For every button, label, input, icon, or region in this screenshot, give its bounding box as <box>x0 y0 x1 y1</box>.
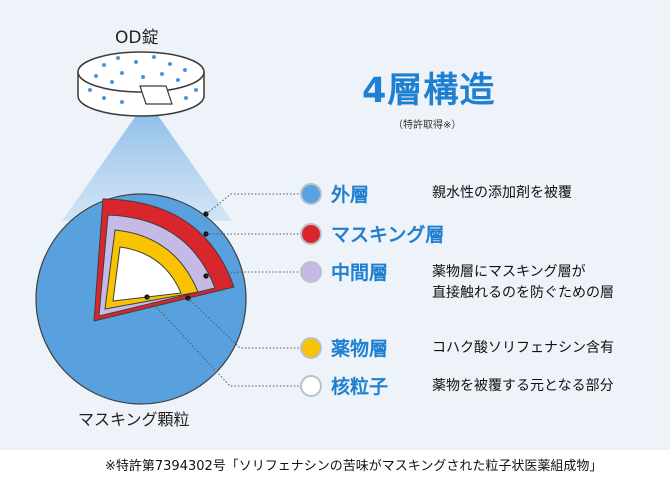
leader-middle <box>205 271 299 277</box>
middle-layer-name: 中間層 <box>331 262 389 284</box>
od-tablet-illustration <box>77 51 205 117</box>
middle-layer-description: 薬物層にマスキング層が 直接触れるのを防ぐための層 <box>432 264 614 301</box>
core-particle-description: 薬物を被覆する元となる部分 <box>432 378 614 394</box>
granule-sphere <box>35 193 247 405</box>
outer-layer-name: 外層 <box>331 184 370 206</box>
outer-layer-description: 親水性の添加剤を被覆 <box>432 185 572 201</box>
tablet-label: OD錠 <box>115 28 159 48</box>
granule-label: マスキング顆粒 <box>78 410 190 429</box>
patent-note: （特許取得※） <box>393 120 462 131</box>
masking-layer-name: マスキング層 <box>331 224 445 246</box>
drug-layer-name: 薬物層 <box>331 338 389 360</box>
leader-outer <box>205 193 299 215</box>
masking-layer-swatch <box>300 223 322 245</box>
outer-layer-swatch <box>300 183 322 205</box>
middle-layer-swatch <box>300 261 322 283</box>
core-particle-swatch <box>300 375 322 397</box>
diagram-title: 4層構造 <box>362 71 496 111</box>
drug-layer-description: コハク酸ソリフェナシン含有 <box>432 340 614 356</box>
patent-footnote: ※特許第7394302号「ソリフェナシンの苦味がマスキングされた粒子状医薬組成物… <box>105 459 603 474</box>
core-particle-name: 核粒子 <box>331 376 389 398</box>
zoom-beam <box>62 107 232 221</box>
drug-layer-swatch <box>300 337 322 359</box>
